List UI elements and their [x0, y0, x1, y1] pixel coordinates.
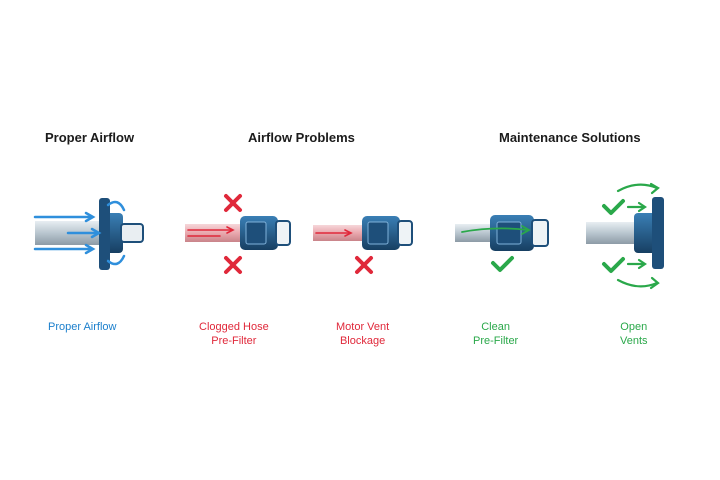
airflow-arrow-icon: [461, 225, 531, 235]
caption-line: Motor Vent: [336, 321, 390, 333]
motor-body: [634, 213, 656, 253]
caption-line: Clogged Hose: [199, 321, 269, 333]
filter-cap: [397, 220, 413, 246]
tube: [185, 224, 247, 242]
filter-cap: [531, 219, 549, 247]
filter-window: [245, 221, 267, 245]
handle-bar: [99, 198, 110, 270]
caption-line: Blockage: [339, 335, 386, 347]
airflow-arrow-icon: [616, 182, 660, 290]
caption-clean-prefilter: Clean Pre-Filter: [473, 320, 518, 348]
caption-open-vents: Open Vents: [620, 320, 648, 348]
caption-line: Clean: [481, 321, 510, 333]
heading-maintenance-solutions: Maintenance Solutions: [499, 130, 641, 145]
caption-proper-airflow: Proper Airflow: [48, 320, 116, 334]
filter-cap: [275, 220, 291, 246]
blocked-airflow-arrow-icon: [187, 226, 235, 237]
x-mark-icon: [224, 194, 242, 274]
x-mark-icon: [355, 256, 373, 274]
check-mark-icon: [602, 199, 625, 273]
clogged-hose-illustration: [185, 194, 291, 274]
filter-window: [496, 221, 522, 245]
filter-window: [367, 221, 389, 245]
proper-airflow-illustration: [33, 198, 144, 270]
nozzle-cap: [120, 223, 144, 243]
clean-prefilter-illustration: [455, 215, 549, 272]
check-mark-icon: [491, 256, 514, 272]
caption-motor-vent: Motor Vent Blockage: [336, 320, 389, 348]
caption-line: Proper Airflow: [48, 321, 117, 333]
open-vents-illustration: [586, 182, 664, 290]
heading-airflow-problems: Airflow Problems: [248, 130, 355, 145]
caption-line: Open: [620, 321, 648, 333]
blocked-airflow-arrow-icon: [315, 229, 353, 237]
motor-vent-illustration: [313, 216, 413, 274]
handle-bar: [652, 197, 664, 269]
heading-proper-airflow: Proper Airflow: [45, 130, 135, 145]
caption-line: Vents: [620, 335, 648, 347]
caption-line: Pre-Filter: [473, 335, 519, 347]
caption-line: Pre-Filter: [211, 335, 257, 347]
caption-clogged-hose: Clogged Hose Pre-Filter: [199, 320, 269, 348]
tube: [586, 222, 638, 244]
airflow-arrow-icon: [33, 200, 126, 266]
